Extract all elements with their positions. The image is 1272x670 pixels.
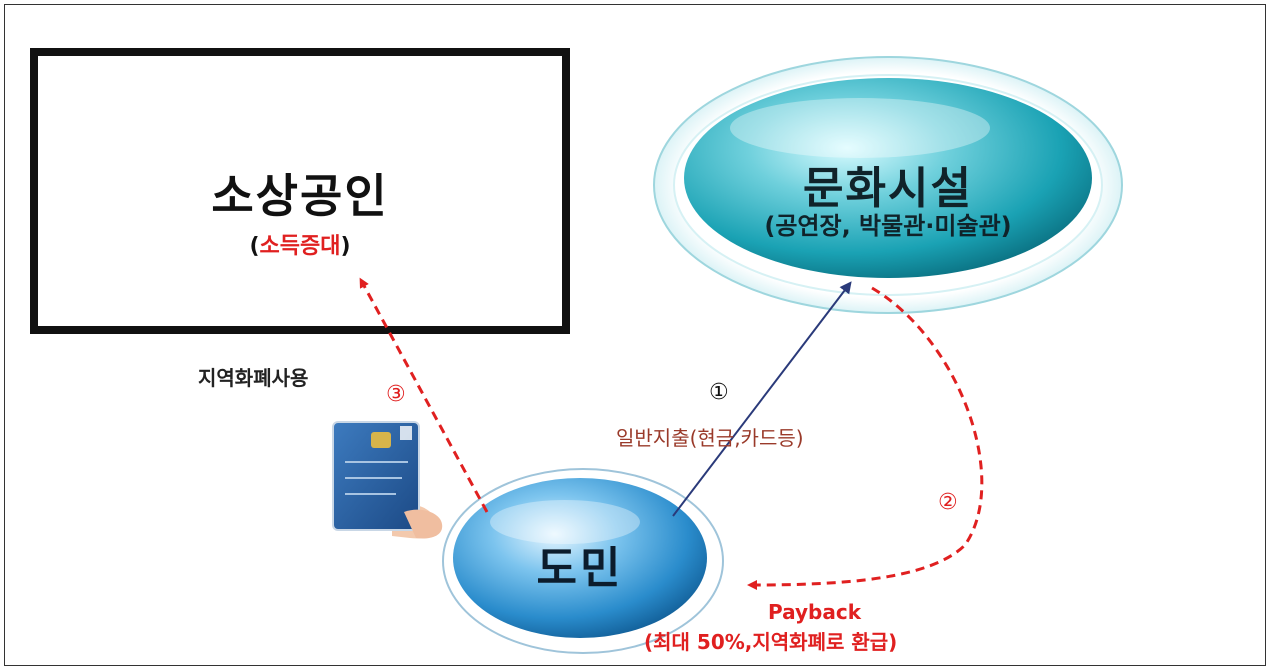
card-icon (332, 421, 443, 539)
culture-facility-title: 문화시설 (803, 163, 973, 214)
citizen-title: 도민 (536, 543, 624, 594)
arrow-payback (747, 286, 984, 590)
arrow-general-spending (672, 281, 852, 517)
citizen-node (442, 468, 724, 654)
subtitle-open-paren: ( (249, 234, 260, 259)
arrow-local-currency-use (359, 277, 489, 513)
local-currency-use-label: 지역화폐사용 (198, 366, 309, 390)
payback-title: Payback (768, 600, 862, 624)
culture-facility-subtitle: (공연장, 박물관·미술관) (764, 212, 1012, 240)
small-business-box: 소상공인 (소득증대) (30, 48, 570, 334)
step-2-marker: ② (938, 490, 958, 515)
general-spending-label: 일반지출(현금,카드등) (616, 426, 804, 450)
small-business-title: 소상공인 (211, 169, 389, 223)
diagram-frame (4, 4, 1266, 666)
step-3-marker: ③ (386, 382, 406, 407)
step-1-marker: ① (709, 380, 729, 405)
income-increase-label: 소득증대 (259, 234, 341, 259)
small-business-subtitle: (소득증대) (38, 228, 562, 260)
payback-detail: (최대 50%,지역화폐로 환급) (644, 630, 898, 654)
subtitle-close-paren: ) (340, 234, 351, 259)
culture-facility-node (653, 56, 1123, 314)
